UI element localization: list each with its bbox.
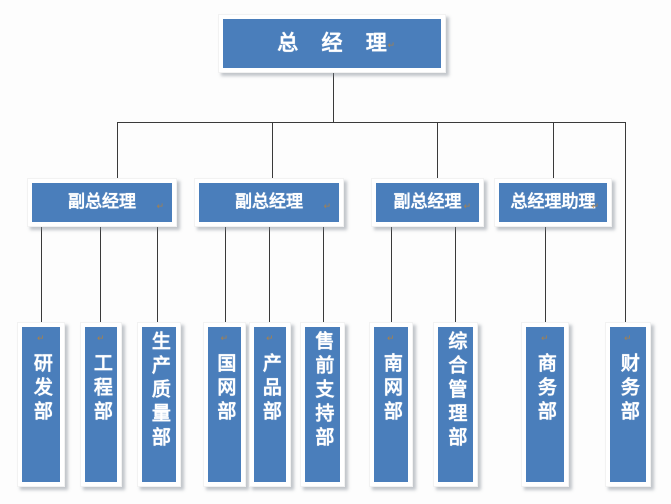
paragraph-mark-icon: ↵ — [97, 334, 105, 344]
node-deputy-gm-1[interactable]: 副总经理 ↵ — [27, 178, 177, 227]
node-label: 总 经 理 — [277, 31, 395, 56]
node-rd-dept[interactable]: 研发部 ↵ — [17, 322, 65, 487]
paragraph-mark-icon: ↵ — [541, 334, 549, 344]
node-fill: 综合管理部 ↵ — [438, 327, 473, 482]
node-label: 财务部 — [617, 353, 640, 425]
node-business-dept[interactable]: 商务部 ↵ — [521, 322, 569, 487]
connector-bus-to-gm-assistant — [553, 122, 554, 178]
node-deputy-gm-3[interactable]: 副总经理 ↵ — [371, 178, 484, 227]
node-general-manager[interactable]: 总 经 理 ↵ — [218, 14, 446, 73]
node-state-grid-dept[interactable]: 国网部 ↵ — [203, 322, 246, 487]
node-fill: 总经理助理 ↵ — [499, 183, 607, 222]
node-label: 产品部 — [259, 353, 282, 425]
node-gm-assistant[interactable]: 总经理助理 ↵ — [494, 178, 612, 227]
connector-deputy-gm-1-to-engineering-dept — [100, 227, 101, 322]
paragraph-mark-icon: ↵ — [266, 334, 274, 344]
connector-main-bus — [117, 122, 626, 123]
node-fill: 商务部 ↵ — [526, 327, 564, 482]
connector-deputy-gm-3-to-general-management-dept — [455, 227, 456, 322]
connector-bus-to-deputy-gm-3 — [437, 122, 438, 178]
node-fill: 财务部 ↵ — [610, 327, 646, 482]
node-fill: 国网部 ↵ — [208, 327, 241, 482]
paragraph-mark-icon: ↵ — [387, 334, 395, 344]
node-fill: 副总经理 ↵ — [199, 183, 339, 222]
node-fill: 研发部 ↵ — [22, 327, 60, 482]
node-label: 商务部 — [534, 353, 557, 425]
node-fill: 产品部 ↵ — [254, 327, 286, 482]
node-fill: 副总经理 ↵ — [32, 183, 172, 222]
paragraph-mark-icon: ↵ — [156, 201, 164, 212]
paragraph-mark-icon: ↵ — [37, 334, 45, 344]
node-label: 副总经理 — [235, 191, 303, 212]
node-general-management-dept[interactable]: 综合管理部 ↵ — [433, 322, 478, 487]
node-finance-dept[interactable]: 财务部 ↵ — [605, 322, 651, 487]
node-fill: 售前支持部 ↵ — [305, 327, 340, 482]
node-south-grid-dept[interactable]: 南网部 ↵ — [369, 322, 413, 487]
node-deputy-gm-2[interactable]: 副总经理 ↵ — [194, 178, 344, 227]
node-product-dept[interactable]: 产品部 ↵ — [249, 322, 291, 487]
node-label: 研发部 — [30, 353, 53, 425]
connector-bus-to-deputy-gm-1 — [117, 122, 118, 178]
node-fill: 副总经理 ↵ — [376, 183, 479, 222]
node-fill: 总 经 理 ↵ — [223, 19, 441, 68]
node-label: 工程部 — [90, 353, 113, 425]
paragraph-mark-icon: ↵ — [624, 334, 632, 344]
connector-bus-to-finance-dept — [625, 122, 626, 322]
connector-deputy-gm-1-to-rd-dept — [41, 227, 42, 322]
node-presales-support-dept[interactable]: 售前支持部 ↵ — [300, 322, 345, 487]
node-label: 国网部 — [214, 353, 237, 425]
node-fill: 工程部 ↵ — [85, 327, 117, 482]
node-label: 副总经理 — [68, 191, 136, 212]
paragraph-mark-icon: ↵ — [220, 334, 229, 344]
paragraph-mark-icon: ↵ — [591, 201, 599, 212]
node-fill: 南网部 ↵ — [374, 327, 408, 482]
node-label: 总经理助理 — [510, 191, 596, 212]
connector-deputy-gm-1-to-production-quality-dept — [157, 227, 158, 322]
connector-bus-to-deputy-gm-2 — [272, 122, 273, 178]
connector-deputy-gm-3-to-south-grid-dept — [391, 227, 392, 322]
node-label: 副总经理 — [393, 191, 462, 212]
connector-deputy-gm-2-to-state-grid-dept — [225, 227, 226, 322]
node-label: 售前支持部 — [312, 331, 335, 451]
node-engineering-dept[interactable]: 工程部 ↵ — [80, 322, 122, 487]
connector-gm-drop — [333, 73, 334, 123]
connector-deputy-gm-2-to-presales-support-dept — [323, 227, 324, 322]
connector-gm-assistant-to-business-dept — [545, 227, 546, 322]
connector-deputy-gm-2-to-product-dept — [269, 227, 270, 322]
node-label: 综合管理部 — [445, 331, 468, 451]
node-label: 生产质量部 — [148, 331, 171, 451]
paragraph-mark-icon: ↵ — [387, 40, 395, 51]
paragraph-mark-icon: ↵ — [463, 201, 471, 212]
node-label: 南网部 — [380, 353, 403, 425]
node-fill: 生产质量部 ↵ — [142, 327, 176, 482]
node-production-quality-dept[interactable]: 生产质量部 ↵ — [137, 322, 181, 487]
paragraph-mark-icon: ↵ — [323, 201, 331, 212]
